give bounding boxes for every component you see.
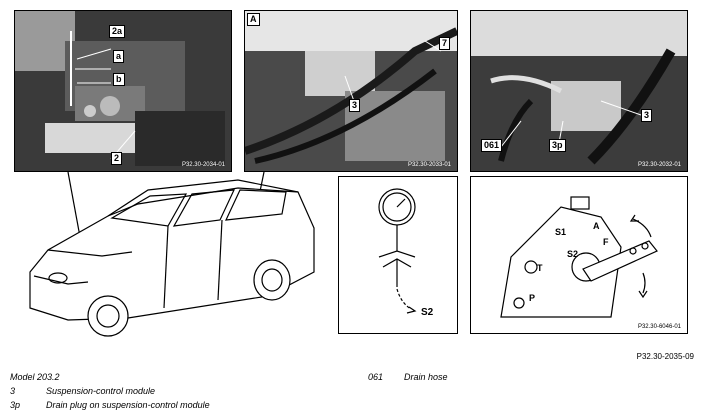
legend-item: 3p Drain plug on suspension-control modul… [10,400,210,410]
valve-label-f: F [603,237,609,247]
detail-a-illustration [245,11,457,171]
callout-2: 2 [111,152,123,165]
model-text: Model 203.2 [10,372,60,382]
valve-label-t: T [537,263,543,273]
panel-letter: A [247,13,260,26]
callout-3: 3 [641,109,653,122]
photo-detail-b: 3 061 3p P32.30-2032-01 [470,10,688,172]
valve-label-p: P [529,293,536,303]
image-code: P32.30-2034-01 [181,162,225,168]
legend-model: Model 203.2 [10,372,60,382]
legend-number: 3 [10,386,16,396]
valve-label-s1: S1 [555,227,567,237]
valve-label-s2: S2 [567,249,579,259]
callout-a: a [113,50,125,63]
image-code: P32.30-2032-01 [637,162,681,168]
pressure-gauge-diagram: S2 [338,176,458,334]
callout-b: b [113,73,125,86]
figure-reference: P32.30-2035-09 [636,352,694,361]
callout-2a: 2a [109,25,126,38]
valve-illustration [500,196,658,318]
legend-item: 061 Drain hose [368,372,448,382]
photo-detail-a: A 7 3 P32.30-2033-01 [244,10,458,172]
image-code: P32.30-6046-01 [637,324,681,330]
legend-text: Drain plug on suspension-control module [46,400,210,410]
gauge-label-s2: S2 [421,307,434,318]
legend-item: 3 Suspension-control module [10,386,155,396]
pressure-gauge-illustration [378,188,417,314]
car-illustration [29,171,315,337]
callout-7: 7 [439,37,451,50]
legend-number: 3p [10,400,21,410]
valve-diagram: S1 A S2 F T P P32.30-6046-01 [470,176,688,334]
callout-061: 061 [481,139,503,152]
legend-number: 061 [368,372,384,382]
legend-text: Suspension-control module [46,386,156,396]
legend-text: Drain hose [404,372,448,382]
callout-3p: 3p [549,139,566,152]
photo-engine-bay: 2a a b 2 P32.30-2034-01 [14,10,232,172]
valve-label-a: A [593,221,600,231]
callout-3: 3 [349,99,361,112]
detail-b-illustration [471,11,687,171]
image-code: P32.30-2033-01 [407,162,451,168]
